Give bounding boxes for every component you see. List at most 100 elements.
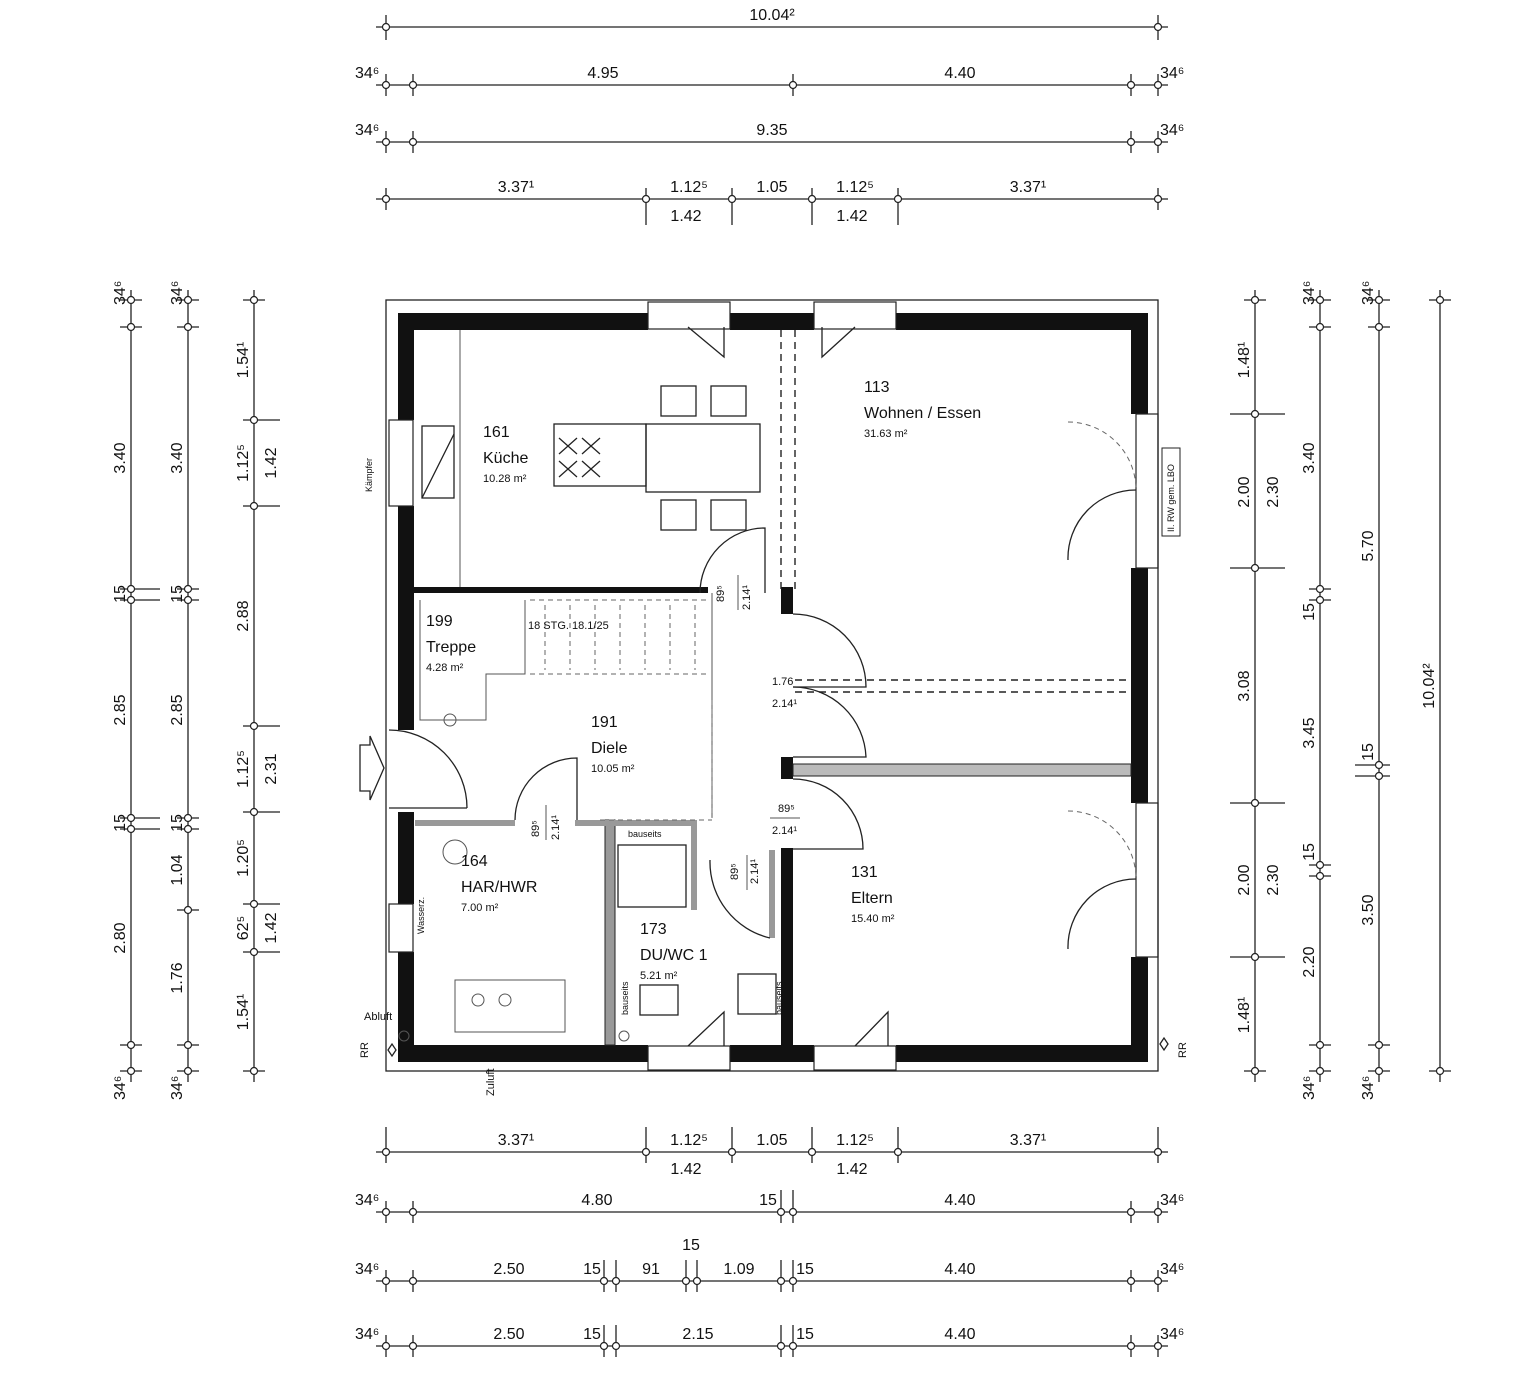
dim-label: 2.31 (263, 753, 280, 784)
dim-label: 4.40 (944, 1261, 975, 1278)
dim-label: 1.12⁵ (235, 750, 252, 788)
dim-label: 15 (112, 814, 129, 832)
room-number: 164 (461, 853, 488, 870)
rr-marker-icon (1159, 1036, 1169, 1052)
dim-edge: 34⁶ (1160, 122, 1184, 139)
dim-label: 4.40 (944, 1192, 975, 1209)
dim-edge: 34⁶ (355, 1192, 379, 1209)
room-name: Treppe (426, 639, 476, 656)
dim-label: 3.40 (169, 442, 186, 473)
dim-label: 1.48¹ (1236, 997, 1253, 1033)
room-labels: 161 Küche 10.28 m² 113 Wohnen / Essen 31… (426, 379, 981, 982)
dim-label: 2.30 (1265, 864, 1282, 895)
washbasin (639, 984, 679, 1016)
dim-label: 2.14¹ (772, 698, 797, 710)
room-number: 199 (426, 613, 453, 630)
dim-edge: 34⁶ (1160, 1261, 1184, 1278)
room-name: Diele (591, 740, 628, 757)
dim-label: 2.15 (682, 1326, 713, 1343)
dim-label: 89⁵ (715, 585, 727, 602)
dim-label: 3.45 (1301, 717, 1318, 748)
dim-label: 15 (682, 1237, 700, 1254)
dim-label: 15 (112, 585, 129, 603)
dim-label: 4.80 (581, 1192, 612, 1209)
dim-label: 2.30 (1265, 476, 1282, 507)
abluft-note: Abluft (364, 1011, 392, 1023)
dim-edge: 34⁶ (1160, 65, 1184, 82)
room-number: 191 (591, 714, 618, 731)
furniture (387, 385, 1169, 1058)
shower-tray (617, 844, 687, 908)
dim-label: 15 (1301, 603, 1318, 621)
notes: 18 STG. 18.1/25 Kämpfer II. RW gem. LBO … (359, 447, 1189, 1096)
dim-label: 15 (1360, 743, 1377, 761)
room-number: 113 (864, 379, 890, 396)
dim-label: 2.50 (493, 1326, 524, 1343)
dim-edge: 34⁶ (112, 281, 129, 305)
dim-edge: 34⁶ (1360, 1076, 1377, 1100)
room-area: 31.63 m² (864, 428, 908, 440)
dim-label: 2.85 (112, 694, 129, 725)
rr-note: RR (359, 1042, 371, 1058)
dim-label: 1.42 (263, 447, 280, 478)
rr-marker-icon (387, 1042, 397, 1058)
dim-label: 1.12⁵ (836, 179, 874, 196)
dim-label: 1.42 (670, 1161, 701, 1178)
dim-label: 3.37¹ (1010, 179, 1046, 196)
dim-label: 89⁵ (729, 863, 741, 880)
dim-label: 1.42 (836, 208, 867, 225)
dim-label: 15 (759, 1192, 777, 1209)
dim-label: 1.20⁵ (235, 839, 252, 877)
washing-machine (454, 979, 566, 1033)
dimension-chains-bottom: 3.37¹ 1.12⁵ 1.05 1.12⁵ 3.37¹ 1.42 1.42 3… (355, 1127, 1184, 1357)
room-area: 10.05 m² (591, 763, 635, 775)
dim-edge: 34⁶ (169, 1076, 186, 1100)
dim-label: 89⁵ (778, 803, 795, 815)
bauseits-note: bauseits (620, 981, 630, 1015)
dim-label: 1.09 (723, 1261, 754, 1278)
dim-label: 15 (583, 1261, 601, 1278)
room-area: 7.00 m² (461, 902, 499, 914)
dim-label: 2.14¹ (550, 815, 562, 840)
dim-label: 3.40 (112, 442, 129, 473)
dim-label: 4.40 (944, 1326, 975, 1343)
dim-label: 3.37¹ (1010, 1132, 1046, 1149)
rr-note: RR (1177, 1042, 1189, 1058)
dim-label: 3.40 (1301, 442, 1318, 473)
dim-label: 15 (796, 1261, 814, 1278)
dim-label: 2.00 (1236, 864, 1253, 895)
dim-label: 4.40 (944, 65, 975, 82)
dim-label: 15 (796, 1326, 814, 1343)
dim-label: 3.37¹ (498, 179, 534, 196)
dim-edge: 34⁶ (1301, 1076, 1318, 1100)
dim-edge: 34⁶ (1160, 1326, 1184, 1343)
dim-label: 2.20 (1301, 946, 1318, 977)
dim-edge: 34⁶ (355, 1261, 379, 1278)
room-number: 173 (640, 921, 667, 938)
dimension-chains-left: 34⁶ 3.40 15 2.85 15 2.80 34⁶ 34⁶ 3.40 15… (112, 281, 280, 1100)
dim-label: 15 (583, 1326, 601, 1343)
dimension-chains-top: 10.04² 34⁶ 4.95 4.40 34⁶ 34⁶ 9.35 34⁶ 3.… (355, 7, 1184, 225)
dim-label: 2.14¹ (749, 859, 761, 884)
dim-edge: 34⁶ (355, 65, 379, 82)
dim-label: 2.14¹ (741, 585, 753, 610)
dim-label: 9.35 (756, 122, 787, 139)
room-number: 131 (851, 864, 878, 881)
wasserz-note: Wasserz. (416, 897, 426, 934)
dim-label: 1.12⁵ (670, 179, 708, 196)
dim-total-width: 10.04² (749, 7, 795, 24)
dim-label: 3.08 (1236, 670, 1253, 701)
room-name: Eltern (851, 890, 893, 907)
dim-label: 1.48¹ (1236, 342, 1253, 378)
dim-edge: 34⁶ (169, 281, 186, 305)
room-area: 5.21 m² (640, 970, 678, 982)
room-number: 161 (483, 424, 510, 441)
dim-label: 1.54¹ (235, 342, 252, 378)
dim-label: 2.88 (235, 600, 252, 631)
entrance-arrow-icon (359, 735, 385, 801)
dim-label: 15 (169, 585, 186, 603)
dim-label: 1.05 (756, 179, 787, 196)
rw-note: II. RW gem. LBO (1166, 464, 1176, 532)
room-area: 15.40 m² (851, 913, 895, 925)
